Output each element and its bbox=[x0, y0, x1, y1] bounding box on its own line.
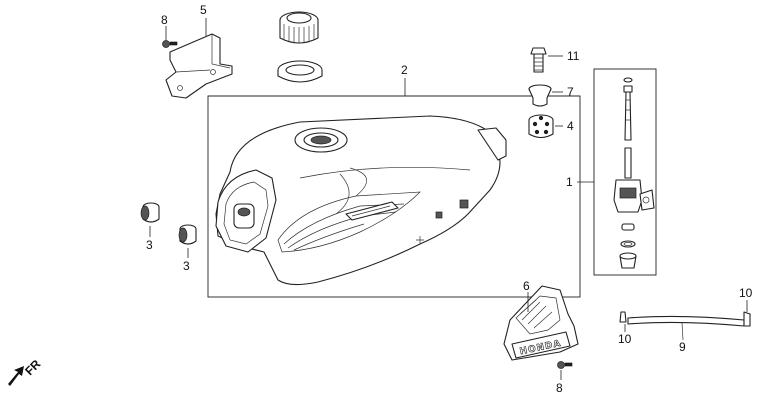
callout-3-right: 3 bbox=[183, 259, 190, 273]
cap-right bbox=[178, 224, 197, 258]
direction-label: FR bbox=[22, 357, 43, 378]
fuel-tank bbox=[215, 115, 507, 286]
clip-left bbox=[619, 311, 627, 332]
callout-1: 1 bbox=[566, 175, 573, 189]
emblem: HONDA bbox=[503, 285, 579, 361]
callout-4: 4 bbox=[567, 119, 574, 133]
mount-rubber bbox=[528, 114, 563, 139]
front-direction-arrow bbox=[8, 366, 24, 386]
callout-9: 9 bbox=[679, 340, 686, 354]
callout-8-bottom: 8 bbox=[556, 381, 563, 395]
callout-8-top: 8 bbox=[161, 13, 168, 27]
callout-6: 6 bbox=[523, 279, 530, 293]
callout-2: 2 bbox=[401, 63, 408, 77]
bolt bbox=[530, 47, 563, 73]
callout-3-left: 3 bbox=[146, 238, 153, 252]
bracket bbox=[165, 18, 233, 99]
filler-gasket bbox=[277, 60, 323, 83]
fuel-cock-frame bbox=[593, 68, 657, 276]
collar bbox=[528, 84, 563, 107]
clip-right bbox=[743, 300, 751, 327]
screw-bottom bbox=[557, 361, 573, 380]
fuel-tube bbox=[627, 315, 745, 341]
callout-5: 5 bbox=[200, 3, 207, 17]
callout-7: 7 bbox=[567, 85, 574, 99]
fuel-tank-frame bbox=[207, 95, 581, 298]
callout-10-left: 10 bbox=[618, 332, 632, 346]
cap-left bbox=[140, 202, 160, 237]
callout-11: 11 bbox=[567, 49, 580, 63]
callout-10-right: 10 bbox=[739, 286, 753, 300]
filler-cap bbox=[279, 11, 319, 44]
fuel-cock bbox=[613, 77, 655, 269]
screw-top bbox=[162, 26, 178, 48]
